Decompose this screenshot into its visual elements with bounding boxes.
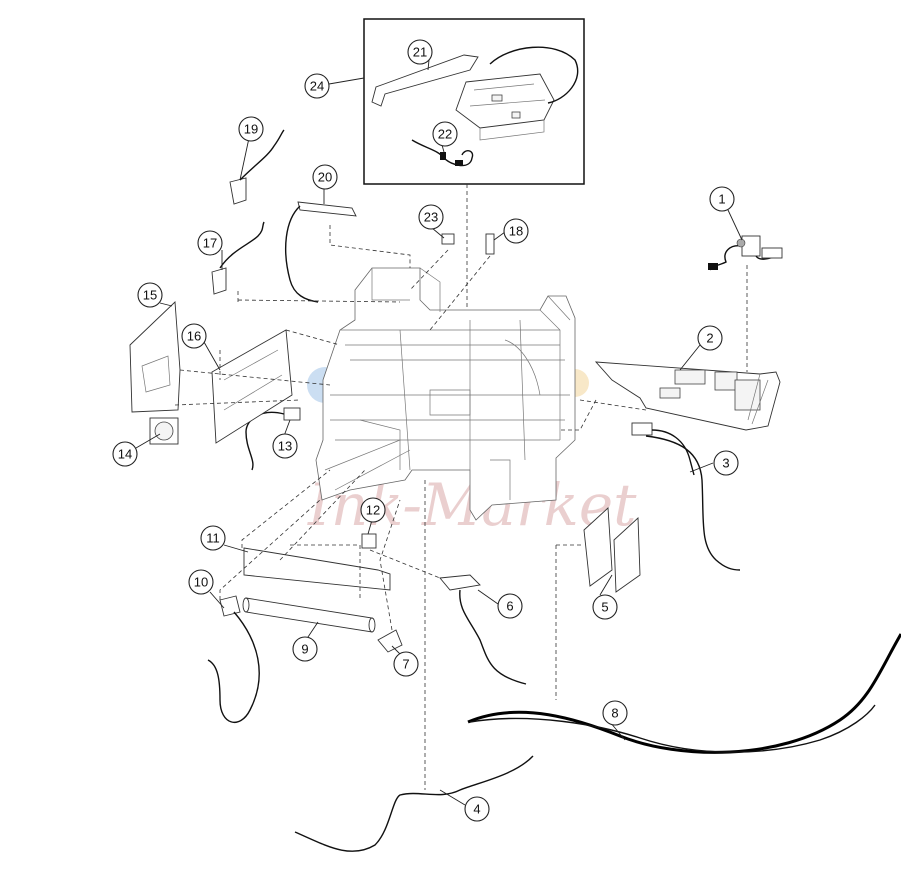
part-10-bracket	[207, 595, 260, 723]
callout-10: 10	[188, 569, 214, 595]
svg-text:12: 12	[366, 503, 380, 518]
callout-13: 13	[272, 433, 298, 459]
part-18-clip	[485, 233, 495, 255]
callout-1: 1	[709, 186, 735, 212]
callout-17: 17	[197, 230, 223, 256]
svg-text:21: 21	[413, 45, 427, 60]
svg-text:19: 19	[244, 122, 258, 137]
part-2-controller-board	[594, 361, 781, 431]
svg-text:10: 10	[194, 575, 208, 590]
part-16-shield	[211, 329, 293, 444]
part-4-cable	[294, 755, 534, 852]
callout-14: 14	[112, 441, 138, 467]
part-17-cable	[211, 221, 265, 295]
svg-text:23: 23	[424, 210, 438, 225]
callout-12: 12	[360, 497, 386, 523]
svg-text:3: 3	[722, 456, 729, 471]
callout-3: 3	[713, 450, 739, 476]
svg-text:20: 20	[318, 170, 332, 185]
part-9-roller	[242, 597, 376, 633]
callout-7: 7	[393, 651, 419, 677]
callout-9: 9	[292, 636, 318, 662]
svg-text:18: 18	[509, 224, 523, 239]
svg-text:16: 16	[187, 329, 201, 344]
callout-4: 4	[464, 796, 490, 822]
part-11-plate	[243, 547, 391, 591]
svg-text:5: 5	[601, 600, 608, 615]
callout-8: 8	[602, 700, 628, 726]
callout-16: 16	[181, 323, 207, 349]
callout-6: 6	[497, 593, 523, 619]
part-5-boards	[583, 507, 641, 593]
svg-text:17: 17	[203, 236, 217, 251]
part-13-sensor	[245, 407, 301, 471]
main-frame	[315, 267, 576, 521]
inset-box	[363, 18, 585, 185]
part-6-sensor	[439, 574, 527, 685]
callout-20: 20	[312, 164, 338, 190]
svg-text:14: 14	[118, 447, 132, 462]
callout-22: 22	[432, 121, 458, 147]
svg-text:9: 9	[301, 642, 308, 657]
part-23-clip	[441, 233, 455, 245]
leader-lines	[135, 59, 743, 806]
callout-2: 2	[697, 325, 723, 351]
svg-text:4: 4	[473, 802, 480, 817]
callout-21: 21	[407, 39, 433, 65]
svg-text:24: 24	[310, 79, 324, 94]
svg-text:8: 8	[611, 706, 618, 721]
part-19-cable	[229, 129, 285, 205]
callout-23: 23	[418, 204, 444, 230]
svg-text:2: 2	[706, 331, 713, 346]
callout-19: 19	[238, 116, 264, 142]
svg-text:11: 11	[206, 531, 220, 546]
part-1-power-harness	[708, 235, 783, 271]
part-7-bracket	[377, 629, 403, 653]
callout-5: 5	[592, 594, 618, 620]
callout-15: 15	[137, 282, 163, 308]
svg-text:22: 22	[438, 127, 452, 142]
part-8-cable	[467, 633, 901, 754]
part-20-sensor	[285, 201, 357, 303]
svg-text:6: 6	[506, 599, 513, 614]
part-15-panel	[129, 301, 181, 413]
dashed-guides	[174, 225, 597, 631]
svg-text:1: 1	[718, 192, 725, 207]
part-14-fan	[149, 417, 179, 445]
svg-text:15: 15	[143, 288, 157, 303]
callout-24: 24	[304, 73, 330, 99]
svg-text:7: 7	[402, 657, 409, 672]
callout-11: 11	[200, 525, 226, 551]
callout-18: 18	[503, 218, 529, 244]
part-3-cable	[631, 422, 741, 571]
svg-text:13: 13	[278, 439, 292, 454]
part-12-sensor	[361, 533, 377, 549]
